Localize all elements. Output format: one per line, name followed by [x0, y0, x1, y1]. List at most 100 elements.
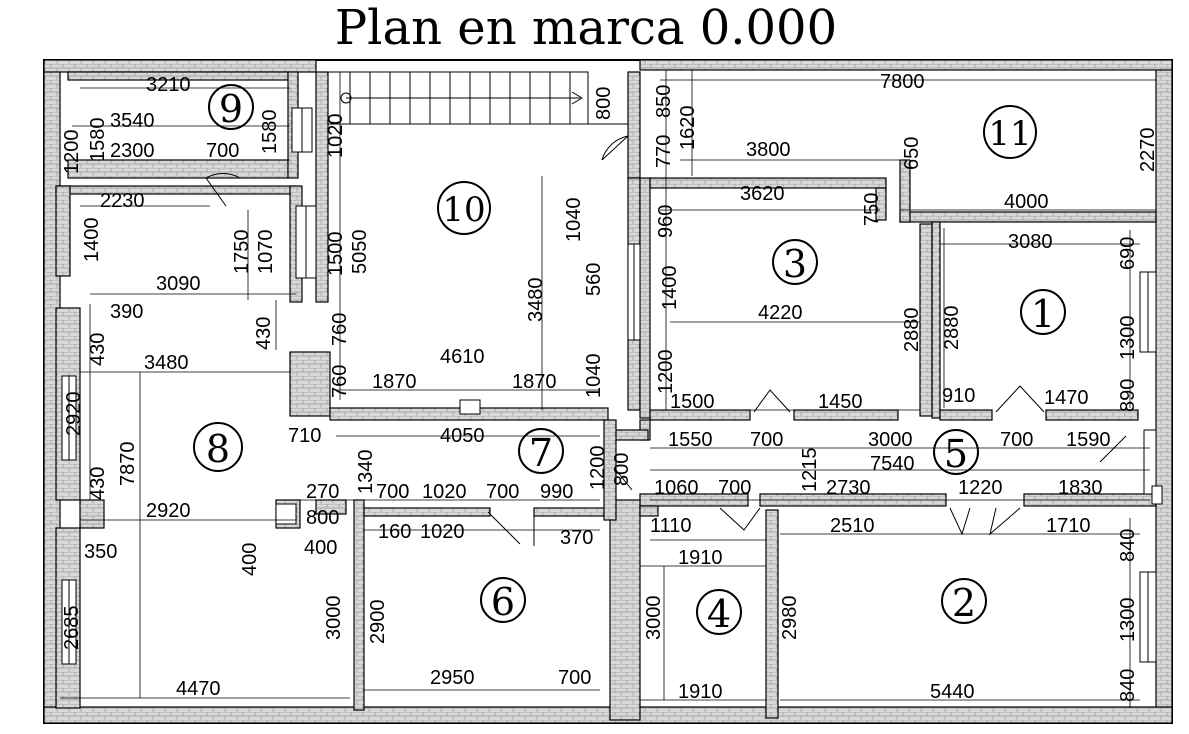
dimension-label: 4220 [758, 302, 803, 324]
dimension-label: 1020 [422, 481, 467, 503]
dimension-label: 430 [253, 317, 275, 350]
dimension-label: 370 [560, 527, 593, 549]
room-numbers [193, 84, 1066, 635]
dimension-label: 1590 [1066, 429, 1111, 451]
dimension-label: 1870 [512, 371, 557, 393]
dimension-label: 1040 [583, 354, 605, 399]
dimension-label: 800 [611, 453, 633, 486]
dimension-label: 1910 [678, 547, 723, 569]
dimension-label: 2920 [146, 500, 191, 522]
dimension-label: 4470 [176, 678, 221, 700]
dimension-label: 7800 [880, 71, 925, 93]
dimension-label: 400 [304, 537, 337, 559]
dimension-label: 1200 [655, 350, 677, 395]
room-11-circle [983, 105, 1037, 159]
dimension-label: 4050 [440, 425, 485, 447]
dimension-label: 690 [1117, 237, 1139, 270]
plan-title: Plan en marca 0.000 [334, 0, 838, 56]
room-7-label: 7 [529, 431, 553, 475]
dimension-label: 1450 [818, 391, 863, 413]
dimension-label: 700 [1000, 429, 1033, 451]
dimension-label: 430 [87, 467, 109, 500]
dimension-label: 1470 [1044, 387, 1089, 409]
staircase [327, 71, 628, 125]
dimension-label: 850 [653, 85, 675, 118]
room-10-label: 10 [442, 190, 485, 230]
dimension-label: 890 [1117, 379, 1139, 412]
dimension-label: 750 [861, 193, 883, 226]
room-5-circle [933, 429, 979, 475]
dimension-label: 990 [540, 481, 573, 503]
dimension-label: 2510 [830, 515, 875, 537]
dimension-label: 1070 [255, 230, 277, 275]
dimension-label: 910 [942, 385, 975, 407]
dimension-label: 1500 [670, 391, 715, 413]
dimension-label: 1910 [678, 681, 723, 703]
dimension-label: 700 [750, 429, 783, 451]
dimension-label: 1040 [563, 198, 585, 243]
room-2-label: 2 [952, 581, 976, 625]
dimension-label: 3800 [746, 139, 791, 161]
dimension-label: 1550 [668, 429, 713, 451]
dimension-label: 1580 [87, 118, 109, 163]
dimension-label: 1020 [420, 521, 465, 543]
dimension-label: 700 [718, 477, 751, 499]
dimension-label: 840 [1117, 669, 1139, 702]
dimension-label: 1110 [650, 515, 692, 537]
dimension-label: 700 [206, 140, 239, 162]
dimension-label: 2300 [110, 140, 155, 162]
dimension-label: 3540 [110, 110, 155, 132]
room-3-label: 3 [783, 242, 807, 286]
dimension-label: 270 [306, 481, 339, 503]
room-11-label: 11 [988, 114, 1031, 154]
dimension-label: 1620 [677, 106, 699, 151]
dimension-label: 840 [1117, 529, 1139, 562]
dimension-label: 3080 [1008, 231, 1053, 253]
dimension-label: 160 [378, 521, 411, 543]
dimension-label: 710 [288, 425, 321, 447]
dimension-label: 2920 [63, 392, 85, 437]
room-1-circle [1020, 289, 1066, 335]
dimension-label: 3090 [156, 273, 201, 295]
dimension-lines [60, 70, 1156, 708]
dimension-label: 1400 [81, 218, 103, 263]
room-6-circle [480, 577, 526, 623]
dimension-label: 1060 [654, 477, 699, 499]
dimension-label: 770 [653, 135, 675, 168]
doors [205, 135, 1127, 546]
dimension-label: 2980 [779, 596, 801, 641]
dimension-label: 4610 [440, 346, 485, 368]
dimension-label: 3480 [525, 278, 547, 323]
dimension-label: 2230 [100, 190, 145, 212]
dimension-label: 760 [329, 313, 351, 346]
dimension-label: 2270 [1137, 128, 1159, 173]
dimension-label: 7540 [870, 453, 915, 475]
dimension-label: 350 [84, 541, 117, 563]
dimension-label: 3620 [740, 183, 785, 205]
dimension-label: 3210 [146, 74, 191, 96]
dimension-label: 1020 [325, 114, 347, 159]
dimension-label: 5440 [930, 681, 975, 703]
dimension-label: 3480 [144, 352, 189, 374]
dimension-label: 1300 [1117, 316, 1139, 361]
room-4-label: 4 [707, 592, 731, 636]
dimension-label: 1220 [958, 477, 1003, 499]
dimension-label: 1750 [231, 230, 253, 275]
dimension-label: 800 [306, 507, 339, 529]
dimension-label: 2900 [367, 600, 389, 645]
dimension-label: 1300 [1117, 598, 1139, 643]
room-6-label: 6 [491, 580, 515, 624]
room-4-circle [696, 589, 742, 635]
dimension-label: 700 [486, 481, 519, 503]
dimension-label: 1500 [325, 232, 347, 277]
room-9-circle [208, 84, 254, 130]
dimension-label: 400 [239, 543, 261, 576]
dimension-label: 700 [376, 481, 409, 503]
room-3-circle [772, 239, 818, 285]
room-9-label: 9 [219, 87, 243, 131]
dimension-label: 430 [87, 333, 109, 366]
dimension-label: 1200 [61, 130, 83, 175]
room-8-label: 8 [206, 427, 230, 471]
dimension-label: 650 [901, 137, 923, 170]
